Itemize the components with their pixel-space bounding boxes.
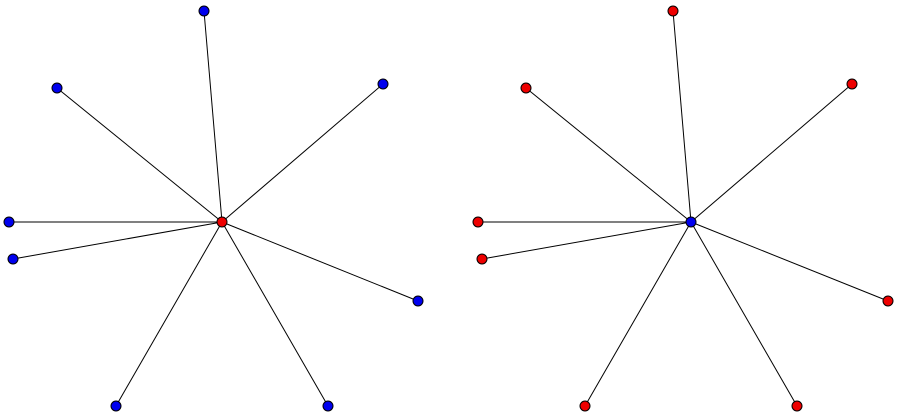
- edge: [12, 221, 223, 260]
- edge: [672, 10, 692, 223]
- leaf-node: [472, 216, 484, 228]
- leaf-node: [791, 400, 803, 412]
- leaf-node: [322, 400, 334, 412]
- edge: [221, 221, 419, 302]
- leaf-node: [377, 78, 389, 90]
- leaf-node: [520, 82, 532, 94]
- edge: [221, 83, 384, 223]
- edge: [221, 221, 329, 407]
- star-graph-right: [472, 5, 894, 412]
- hub-node: [216, 216, 228, 228]
- edge: [690, 221, 889, 302]
- leaf-node: [110, 400, 122, 412]
- leaf-node: [882, 295, 894, 307]
- leaf-node: [51, 82, 63, 94]
- leaf-node: [579, 400, 591, 412]
- leaf-node: [412, 295, 424, 307]
- hub-node: [685, 216, 697, 228]
- star-graph-left: [3, 5, 424, 412]
- edge: [584, 221, 692, 407]
- leaf-node: [846, 78, 858, 90]
- leaf-node: [3, 216, 15, 228]
- leaf-node: [667, 5, 679, 17]
- leaf-node: [476, 253, 488, 265]
- edge: [690, 221, 798, 407]
- edge: [115, 221, 223, 407]
- edge: [56, 87, 223, 223]
- leaf-node: [198, 5, 210, 17]
- edge: [690, 83, 853, 223]
- edge: [481, 221, 692, 260]
- leaf-node: [7, 253, 19, 265]
- edge: [525, 87, 692, 223]
- edge: [203, 10, 223, 223]
